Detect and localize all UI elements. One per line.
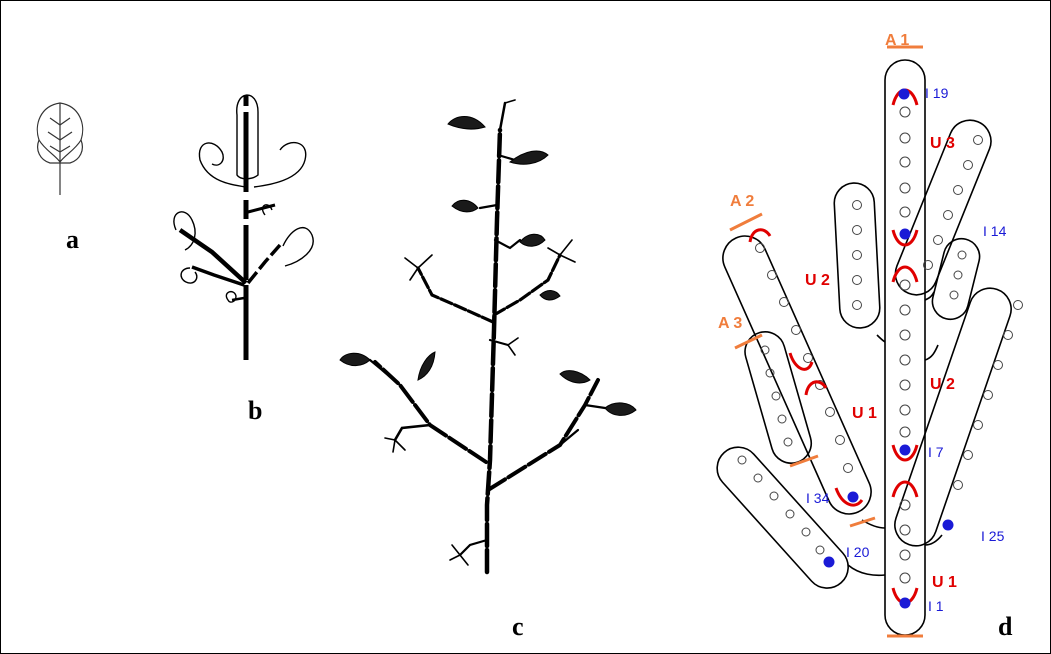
unit-label-u2-left: U 2 [805, 272, 830, 289]
node-label-i34: I 34 [806, 490, 830, 506]
panel-a-leaf-drawing [37, 103, 82, 195]
axis-label-a3: A 3 [718, 315, 742, 332]
panel-label-d: d [998, 612, 1012, 642]
unit-label-u2-right: U 2 [930, 376, 955, 393]
axis-label-a1: A 1 [885, 32, 909, 49]
panel-label-c: c [512, 612, 524, 642]
unit-label-u1-left: U 1 [852, 405, 877, 422]
node-label-i1: I 1 [928, 598, 944, 614]
panel-label-a: a [66, 225, 79, 255]
unit-label-u1-right: U 1 [932, 574, 957, 591]
node-label-i25: I 25 [981, 528, 1005, 544]
axis-label-a2: A 2 [730, 193, 754, 210]
node-label-i20: I 20 [846, 544, 870, 560]
node-label-i14: I 14 [983, 223, 1007, 239]
panel-c-branch-drawing [340, 100, 636, 572]
panel-label-b: b [248, 396, 262, 426]
unit-label-u3: U 3 [930, 135, 955, 152]
node-label-i7: I 7 [928, 444, 944, 460]
panel-b-shoot-drawing [174, 95, 313, 360]
node-label-i19: I 19 [925, 85, 949, 101]
